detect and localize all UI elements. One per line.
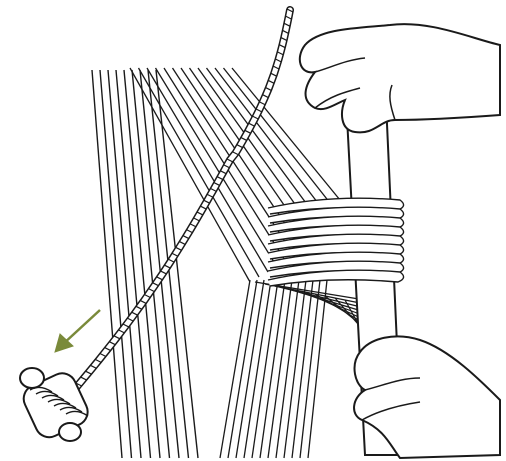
vertical-warp-threads-right [220, 280, 327, 458]
warp-thread [244, 280, 271, 458]
arrow-down-left-icon [55, 310, 100, 352]
upper-hand [300, 24, 500, 132]
twisted-cord [74, 9, 293, 390]
warp-thread [228, 280, 257, 458]
arrow-shaft [62, 310, 100, 345]
bobbin-end [59, 423, 81, 441]
yarn-wrapping-on-stick [268, 198, 404, 286]
warp-thread [100, 70, 132, 458]
warp-thread [252, 280, 278, 458]
warp-thread [236, 280, 264, 458]
bobbin-end [20, 368, 44, 388]
warp-thread [108, 70, 141, 458]
hand-outline [300, 24, 500, 132]
warp-thread [260, 280, 285, 458]
warp-thread [92, 70, 122, 458]
warp-thread [220, 280, 250, 458]
